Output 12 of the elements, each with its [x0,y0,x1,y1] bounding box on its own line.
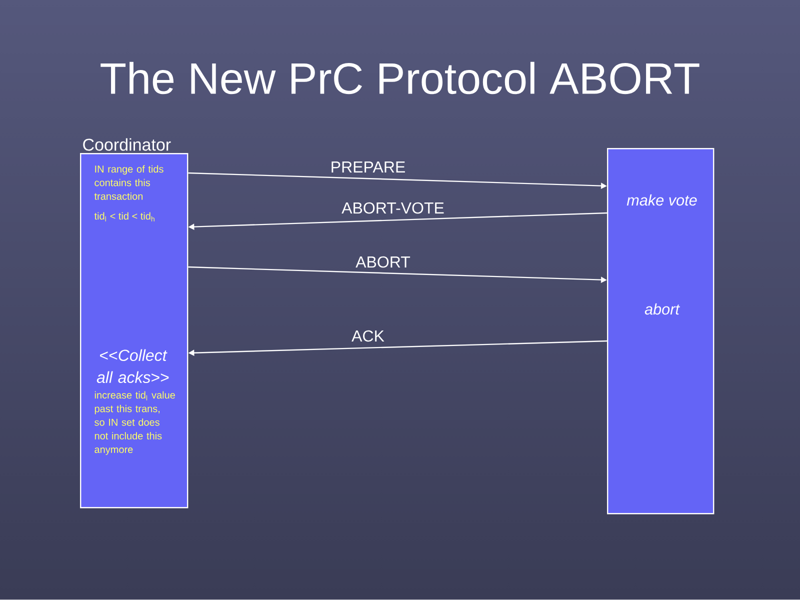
condition-text: tid$_{l}$ < tid < tid$_{h}$ [94,212,154,222]
step-label: abort [644,303,680,315]
edge-label: PREPARE [332,162,405,172]
box-heading: Coordinator [83,138,171,151]
edge-label: ACK [352,330,384,342]
title: The New PrC Protocol ABORT [100,62,700,94]
note-text: increase tid$_{l}$ value past this trans, so IN set does not include this anymore [94,391,175,455]
edge-label: ABORT-VOTE [342,202,444,214]
edge-label: ABORT [356,256,410,268]
activity-label: <<Collect all acks>> [96,349,169,383]
note-text: IN range of tids contains this transaction [94,165,164,200]
step-label: make vote [626,194,697,206]
